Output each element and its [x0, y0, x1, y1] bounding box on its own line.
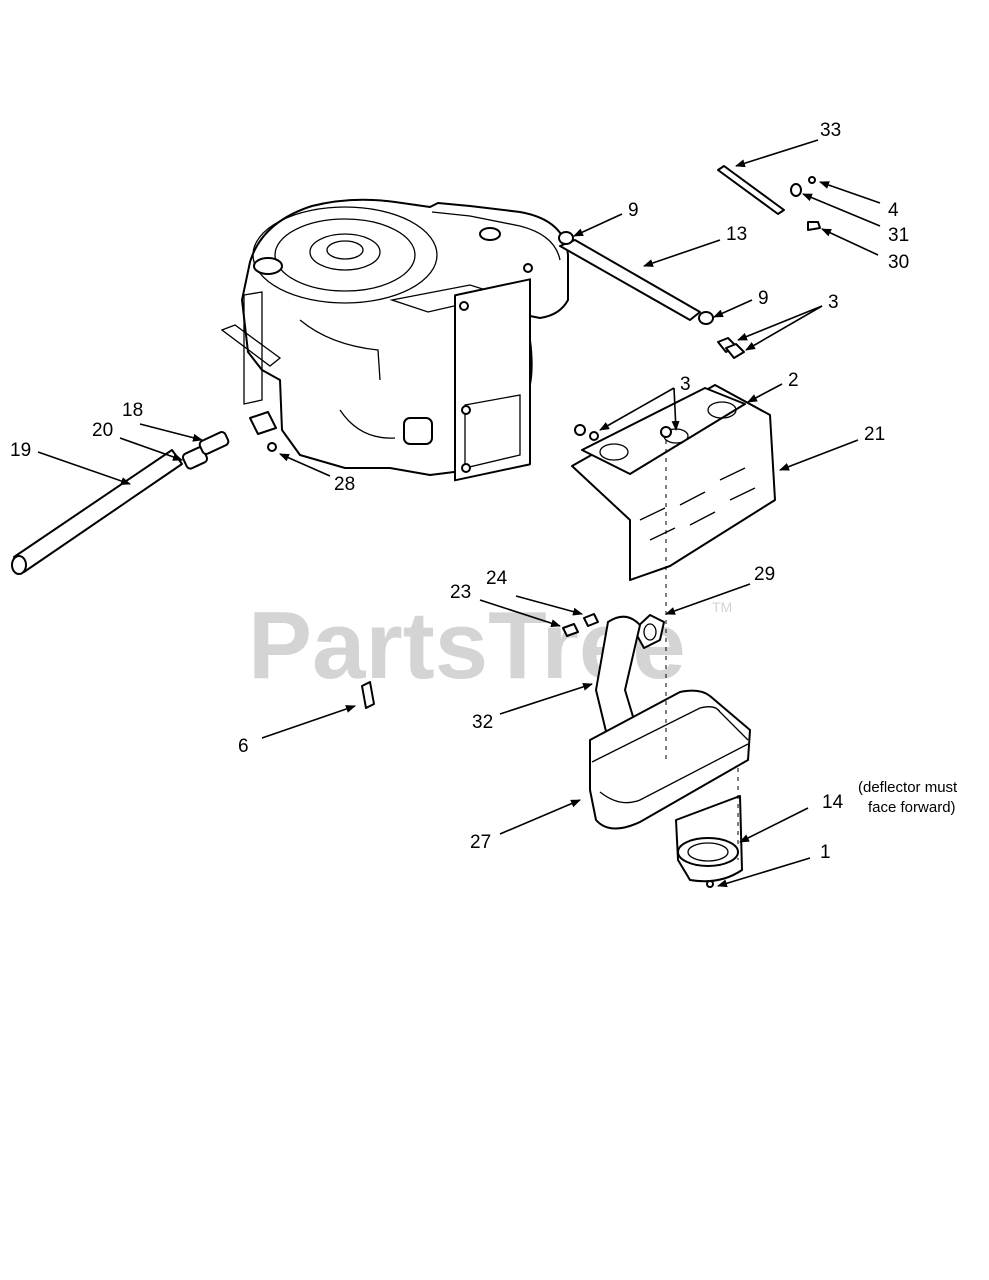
callout-18: 18 — [122, 400, 143, 421]
fuel-fitting — [198, 431, 230, 455]
callout-24: 24 — [486, 568, 508, 589]
leader-lines — [37, 139, 881, 888]
callout-6: 6 — [238, 736, 249, 757]
svg-text:TM: TM — [712, 599, 732, 615]
callout-2: 2 — [788, 370, 799, 391]
callout-3-right: 3 — [828, 292, 839, 313]
callout-33: 33 — [820, 120, 841, 141]
watermark: PartsTree TM — [248, 592, 732, 699]
callout-14: 14 — [822, 792, 844, 813]
callout-23: 23 — [450, 582, 471, 603]
callout-29: 29 — [754, 564, 775, 585]
exhaust-tube — [558, 231, 714, 325]
note-line-2: face forward) — [868, 799, 956, 816]
callout-31: 31 — [888, 225, 909, 246]
muffler — [589, 689, 751, 830]
callout-1: 1 — [820, 842, 831, 863]
deflector-screw — [706, 880, 714, 888]
callout-labels: 33 4 31 30 9 13 9 3 2 3 21 18 20 19 28 2… — [10, 120, 909, 863]
hex-bolts — [717, 337, 745, 359]
engine-assembly — [220, 198, 569, 482]
callout-19: 19 — [10, 440, 31, 461]
fuel-hose — [11, 449, 183, 575]
callout-28: 28 — [334, 474, 355, 495]
deflector-note: (deflector must face forward) — [858, 779, 958, 816]
callout-13: 13 — [726, 224, 747, 245]
assembly-line — [665, 440, 739, 860]
exhaust-gasket — [633, 614, 665, 649]
spacer-pin — [361, 681, 375, 709]
callout-30: 30 — [888, 252, 909, 273]
callout-4: 4 — [888, 200, 899, 221]
muffler-bolts — [562, 613, 599, 637]
callout-32: 32 — [472, 712, 493, 733]
callout-21: 21 — [864, 424, 885, 445]
callout-3-left: 3 — [680, 374, 691, 395]
note-line-1: (deflector must — [858, 779, 958, 796]
callout-9-top: 9 — [628, 200, 639, 221]
exhaust-deflector — [675, 795, 743, 883]
callout-27: 27 — [470, 832, 491, 853]
callout-9-bottom: 9 — [758, 288, 769, 309]
spark-arrestor-rod — [717, 165, 821, 231]
heat-shield — [571, 384, 776, 581]
callout-20: 20 — [92, 420, 113, 441]
